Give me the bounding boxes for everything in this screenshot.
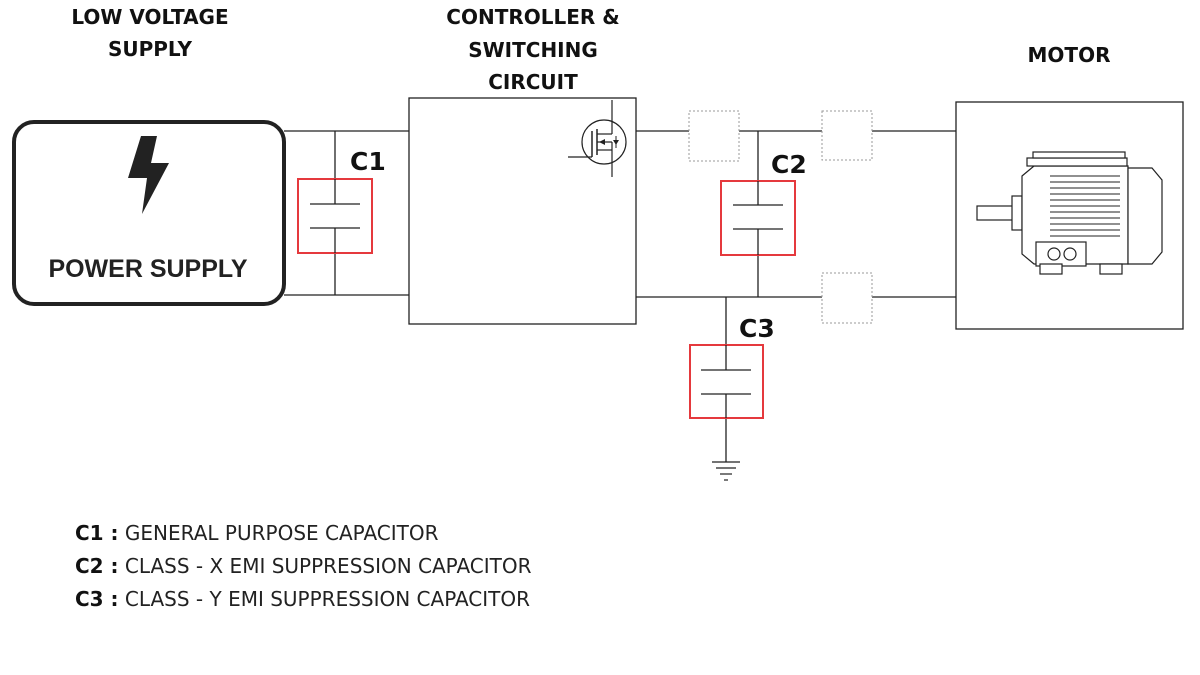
legend: C1 : GENERAL PURPOSE CAPACITOR C2 : CLAS… bbox=[75, 517, 532, 616]
legend-row-c3: C3 : CLASS - Y EMI SUPPRESSION CAPACITOR bbox=[75, 583, 532, 616]
motor-block bbox=[955, 101, 1184, 330]
header-low-voltage-supply: LOW VOLTAGE SUPPLY bbox=[71, 5, 228, 61]
legend-text: GENERAL PURPOSE CAPACITOR bbox=[124, 521, 439, 545]
legend-text: CLASS - Y EMI SUPPRESSION CAPACITOR bbox=[124, 587, 531, 611]
ground-icon bbox=[712, 461, 740, 481]
capacitor-c3: C3 bbox=[689, 314, 775, 419]
capacitor-c1-label: C1 bbox=[350, 147, 386, 176]
header-controller-line1: CONTROLLER & bbox=[446, 5, 619, 29]
header-motor: MOTOR bbox=[1028, 43, 1111, 67]
power-supply-block: POWER SUPPLY bbox=[12, 120, 286, 306]
legend-key: C3 : bbox=[75, 587, 119, 611]
dashed-box-3 bbox=[821, 272, 873, 324]
dashed-box-2 bbox=[821, 110, 873, 161]
capacitor-c2: C2 bbox=[720, 150, 807, 256]
mosfet-icon bbox=[568, 100, 627, 177]
header-controller-line3: CIRCUIT bbox=[488, 70, 578, 94]
controller-block bbox=[408, 97, 637, 325]
controller-box bbox=[408, 97, 637, 325]
legend-key: C2 : bbox=[75, 554, 119, 578]
legend-row-c1: C1 : GENERAL PURPOSE CAPACITOR bbox=[75, 517, 532, 550]
header-controller-line2: SWITCHING bbox=[468, 38, 598, 62]
legend-row-c2: C2 : CLASS - X EMI SUPPRESSION CAPACITOR bbox=[75, 550, 532, 583]
legend-text: CLASS - X EMI SUPPRESSION CAPACITOR bbox=[124, 554, 532, 578]
lightning-bolt-icon bbox=[128, 136, 169, 214]
power-supply-label: POWER SUPPLY bbox=[48, 255, 247, 283]
capacitor-c1: C1 bbox=[297, 147, 386, 254]
header-low-voltage-line1: LOW VOLTAGE bbox=[71, 5, 228, 29]
capacitor-c2-label: C2 bbox=[771, 150, 807, 179]
header-controller: CONTROLLER & SWITCHING CIRCUIT bbox=[446, 5, 619, 94]
dashed-box-1 bbox=[688, 110, 740, 162]
capacitor-c3-label: C3 bbox=[739, 314, 775, 343]
header-low-voltage-line2: SUPPLY bbox=[108, 37, 193, 61]
power-supply-box bbox=[12, 120, 286, 306]
motor-icon bbox=[976, 151, 1163, 275]
legend-key: C1 : bbox=[75, 521, 119, 545]
